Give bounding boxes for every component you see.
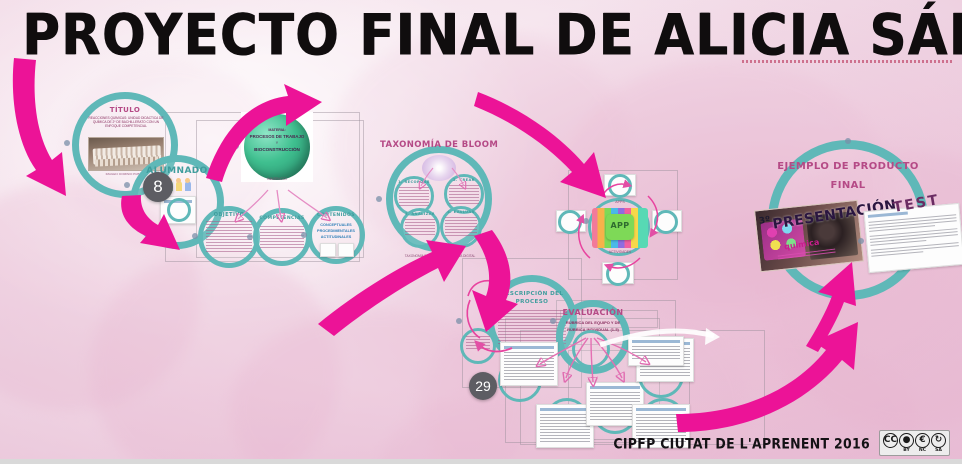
node-competencias-lines — [260, 226, 304, 252]
node-taxonomia-sub-0-lines — [399, 187, 429, 209]
taxonomia-center-image — [422, 155, 456, 181]
node-contenidos-ring[interactable] — [307, 206, 365, 264]
doc-thumbnail-3[interactable] — [586, 382, 644, 426]
thumbnail-header — [636, 408, 686, 411]
alumnado-sub-ring[interactable] — [167, 198, 191, 222]
node-contenidos-anchor[interactable] — [301, 232, 307, 238]
node-contenidos-item-2: ACTITUDINALES — [320, 235, 352, 239]
node-producto-label-2: FINAL — [830, 180, 866, 191]
node-globo-line4: BIOCONSTRUCCIÓN — [254, 147, 300, 152]
cc-mark-nc: € NC — [915, 433, 930, 453]
node-producto-label-1: EJEMPLO DE PRODUCTO — [777, 161, 919, 172]
background-petal — [90, 250, 340, 464]
thumbnail-header — [632, 340, 680, 343]
node-objetivo-lines — [206, 221, 252, 255]
doc-thumbnail-4[interactable] — [632, 404, 690, 448]
node-app-bottom-caption: ACTIVIDADES — [608, 250, 632, 254]
node-taxonomia-sub-0-label: 1. RECORDAR — [398, 180, 430, 184]
node-alumnado-label: ALUMNADO — [146, 166, 208, 176]
node-taxonomia-sub-2-label: 3. ANALIZAR — [405, 212, 435, 216]
node-objetivo-label: OBJETIVO — [213, 212, 245, 218]
cc-mark-cc: CC — [883, 433, 898, 453]
node-globo-caption: IMAGEN CC0 — [267, 177, 287, 181]
cc-mark-nc-label: NC — [918, 448, 927, 453]
node-titulo-anchor[interactable] — [64, 140, 70, 146]
node-taxonomia-label: TAXONOMÍA DE BLOOM — [380, 140, 499, 150]
node-globo-line2: PROCESOS DE TRABAJO — [249, 134, 305, 139]
no-commercial-icon: € — [915, 433, 930, 448]
node-descripcion-anchor[interactable] — [456, 318, 462, 324]
node-alumnado-anchor[interactable] — [124, 182, 130, 188]
node-taxonomia-sub-2-lines — [405, 219, 435, 239]
share-alike-icon: ↻ — [931, 433, 946, 448]
cc-mark-by-label: BY — [903, 448, 910, 453]
person-icon: ● — [899, 433, 914, 448]
node-evaluacion-anchor[interactable] — [550, 318, 556, 324]
node-globo-line1: MATERIA: — [268, 128, 286, 132]
cc-by-nc-sa-icon[interactable]: CC ● BY € NC ↻ SA — [879, 430, 950, 456]
cc-mark-cc-label — [890, 448, 892, 453]
thumbnail-header — [540, 408, 590, 411]
node-taxonomia-sub-3-ring[interactable] — [440, 206, 482, 248]
node-descripcion-label-2: PROCESO — [515, 299, 549, 305]
cc-mark-by: ● BY — [899, 433, 914, 453]
node-contenidos-item-0: CONCEPTUALES — [320, 223, 352, 227]
doc-thumbnail-2[interactable] — [536, 404, 594, 448]
node-producto-anchor[interactable] — [845, 138, 851, 144]
node-evaluacion-sub-2: RÚBRICA INDIVIDUAL (1-5) — [567, 327, 619, 332]
contenidos-thumbnail-a[interactable] — [320, 243, 336, 257]
node-app-top-caption: APPS — [615, 200, 625, 204]
producto-test-anchor[interactable] — [858, 238, 864, 244]
node-evaluacion-badge[interactable]: 29 — [469, 372, 497, 400]
node-contenidos-label: CONTENIDOS — [317, 213, 355, 218]
node-objetivo-anchor[interactable] — [192, 233, 198, 239]
title-underline — [742, 60, 954, 63]
node-titulo-label: TÍTULO — [109, 106, 141, 114]
node-app-label: APP — [610, 221, 630, 230]
node-titulo-blurb: REACCIONES QUÍMICAS: UNIDAD DIDÁCTICA DE… — [88, 116, 164, 128]
node-evaluacion-label: EVALUACIÓN — [562, 308, 624, 317]
cc-circle-icon: CC — [883, 433, 898, 448]
node-taxonomia-anchor[interactable] — [376, 196, 382, 202]
viewer-bottom-bar — [0, 459, 962, 464]
contenidos-thumbnail-b[interactable] — [338, 243, 354, 257]
footer: CIPFP CIUTAT DE L'APRENENT 2016 CC ● BY … — [613, 430, 950, 456]
node-evaluacion-sub-1: RÚBRICA DEL EQUIPO Y DE — [565, 320, 621, 325]
node-taxonomia-sub-1-label: 2. CREAR — [453, 178, 475, 182]
footer-attribution: CIPFP CIUTAT DE L'APRENENT 2016 — [613, 434, 870, 452]
page-title: PROYECTO FINAL DE ALICIA SÁNCHEZ — [22, 2, 962, 69]
cc-mark-sa-label: SA — [935, 448, 942, 453]
node-titulo-caption: IMAGEN: DOMINIO PÚBLICO — [105, 173, 147, 176]
thumbnail-header — [590, 386, 640, 389]
node-app-anchor[interactable] — [583, 218, 589, 224]
node-globo-line3: Y — [275, 141, 279, 145]
node-taxonomia-sub-3-label: 4. EVALUAR — [447, 210, 475, 214]
node-alumnado-badge[interactable]: 8 — [143, 172, 173, 202]
node-app-tile — [606, 214, 634, 240]
thumbnail-header — [504, 346, 554, 349]
node-competencias-anchor[interactable] — [247, 234, 253, 240]
doc-thumbnail-6[interactable] — [628, 336, 684, 366]
node-descripcion-label-1: DESCRIPCIÓN DEL — [500, 291, 564, 297]
node-contenidos-item-1: PROCEDIMENTALES — [317, 229, 355, 233]
node-taxonomia-sub-3-lines — [445, 217, 477, 239]
cc-mark-sa: ↻ SA — [931, 433, 946, 453]
